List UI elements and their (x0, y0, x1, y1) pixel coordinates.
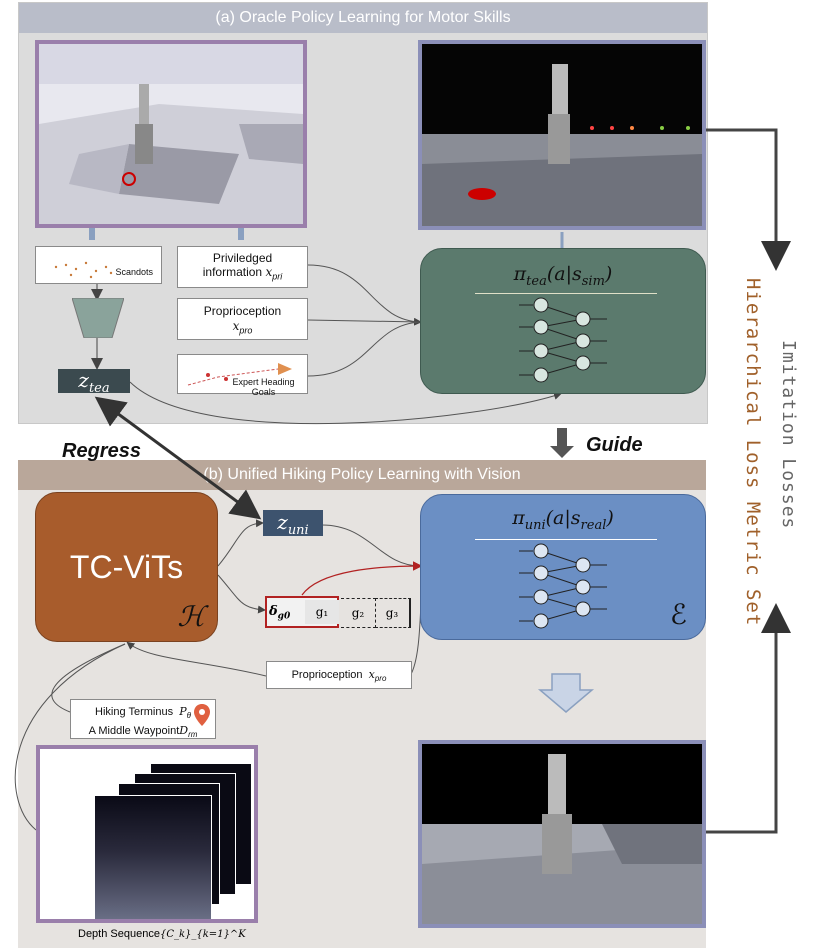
goal-sequence: δg0 g₁ g₂ g₃ (265, 596, 411, 630)
depth-sequence-label: Depth Sequence{C_k}_{k=1}^K (78, 928, 246, 940)
encoder-symbol: ℰ (670, 598, 687, 631)
depth-sequence-frame (36, 745, 258, 923)
goal-delta: δg0 (269, 604, 291, 622)
tc-vits-module: TC-ViTs ℋ (35, 492, 218, 642)
z-tea-latent: ztea (58, 369, 130, 396)
goal-g2: g₂ (341, 598, 376, 628)
encoder-trapezoid (72, 298, 124, 338)
z-uni-latent: zuni (263, 510, 323, 538)
student-policy-network: πuni(a|sreal) ℰ (420, 494, 706, 640)
proprioception-box-student: Proprioception 𝑥pro (266, 661, 412, 689)
expert-heading-goals-label: Expert Heading Goals (232, 377, 295, 397)
map-pin-icon (194, 704, 210, 726)
sim-image-teacher-rollout (418, 40, 706, 230)
proprioception-box-teacher: Proprioception 𝑥pro (177, 298, 308, 340)
tc-vits-symbol: ℋ (177, 600, 205, 633)
depth-frame-front (94, 795, 212, 919)
goal-g3: g₃ (375, 598, 411, 628)
teacher-policy-network: πtea(a|ssim) (420, 248, 706, 394)
guide-label: Guide (586, 434, 643, 456)
panel-a-header: (a) Oracle Policy Learning for Motor Ski… (19, 3, 707, 33)
down-arrow-student (537, 673, 595, 713)
scandots-box: Scandots (35, 246, 162, 284)
student-nn-icon (519, 543, 607, 629)
goal-g1: g₁ (305, 600, 339, 624)
expert-heading-goals-box: Expert Heading Goals (177, 354, 308, 397)
student-policy-title: πuni(a|sreal) (512, 507, 614, 533)
scandots-label: Scandots (115, 267, 153, 277)
side-label-imitation: Imitation Losses (778, 340, 799, 530)
teacher-policy-title: πtea(a|ssim) (513, 263, 613, 289)
tc-vits-title: TC-ViTs (69, 549, 184, 585)
regress-label: Regress (62, 440, 141, 462)
sim-image-student-rollout (418, 740, 706, 928)
teacher-nn-icon (519, 297, 607, 383)
side-label-hierarchical: Hierarchical Loss Metric Set (742, 278, 764, 627)
sim-image-teacher (35, 40, 307, 228)
hiking-terminus-box: Hiking Terminus Pθ A Middle WaypointDrm (70, 699, 216, 739)
privileged-info-box: Priviledged information 𝑥pri (177, 246, 308, 288)
